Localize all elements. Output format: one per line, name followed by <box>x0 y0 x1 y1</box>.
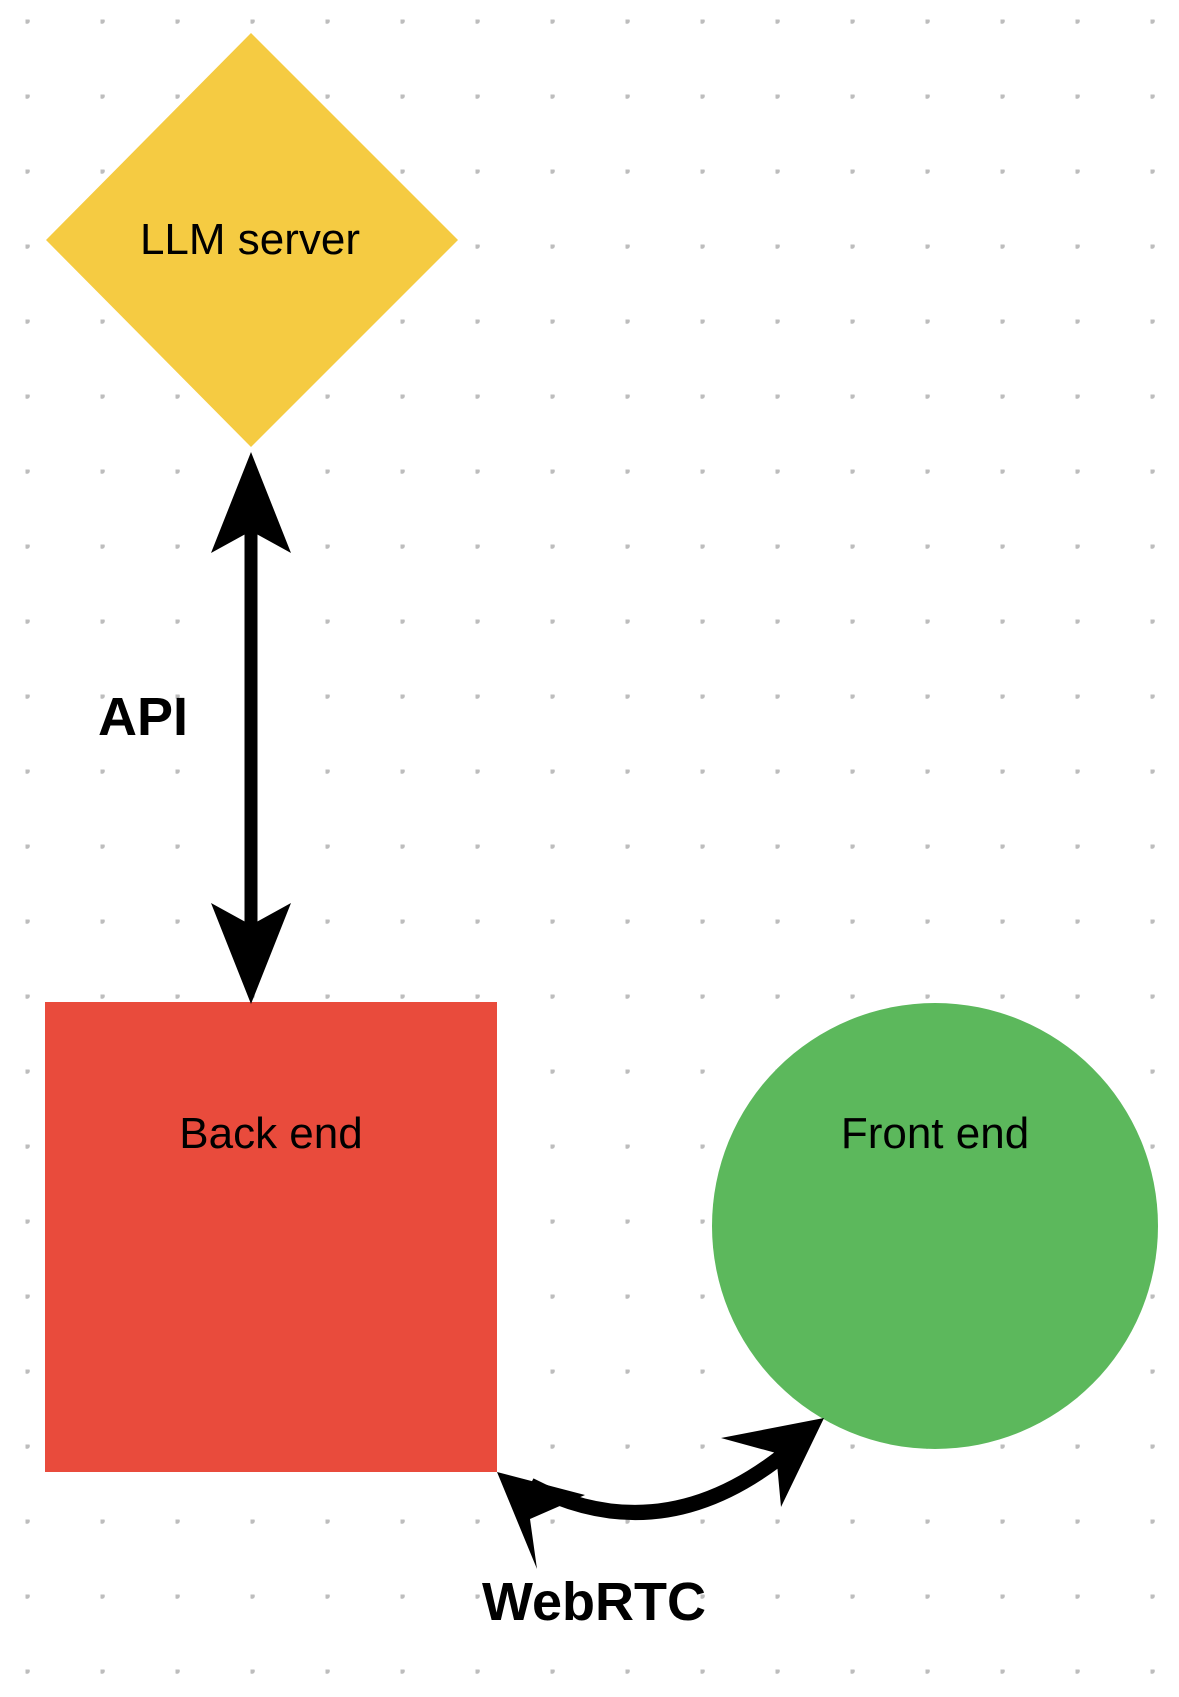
node-front-end-shape[interactable] <box>712 1003 1158 1449</box>
node-back-end-shape[interactable] <box>45 1002 497 1472</box>
edge-api-arrowhead-up <box>211 452 291 553</box>
edge-webrtc-arrowhead-left <box>497 1472 585 1569</box>
edge-webrtc-arrowhead-right <box>721 1418 824 1507</box>
node-front-end-label: Front end <box>840 1109 1030 1158</box>
edge-webrtc[interactable] <box>497 1418 824 1569</box>
edge-api-arrowhead-down <box>211 903 291 1004</box>
node-llm-server-shape[interactable] <box>46 33 458 447</box>
edge-api-label: API <box>98 687 189 747</box>
node-llm-server-label: LLM server <box>139 215 361 264</box>
edge-webrtc-label: WebRTC <box>482 1572 706 1632</box>
node-back-end-label: Back end <box>179 1109 363 1158</box>
edge-api[interactable] <box>211 452 291 1004</box>
edge-webrtc-curve <box>526 1441 798 1521</box>
